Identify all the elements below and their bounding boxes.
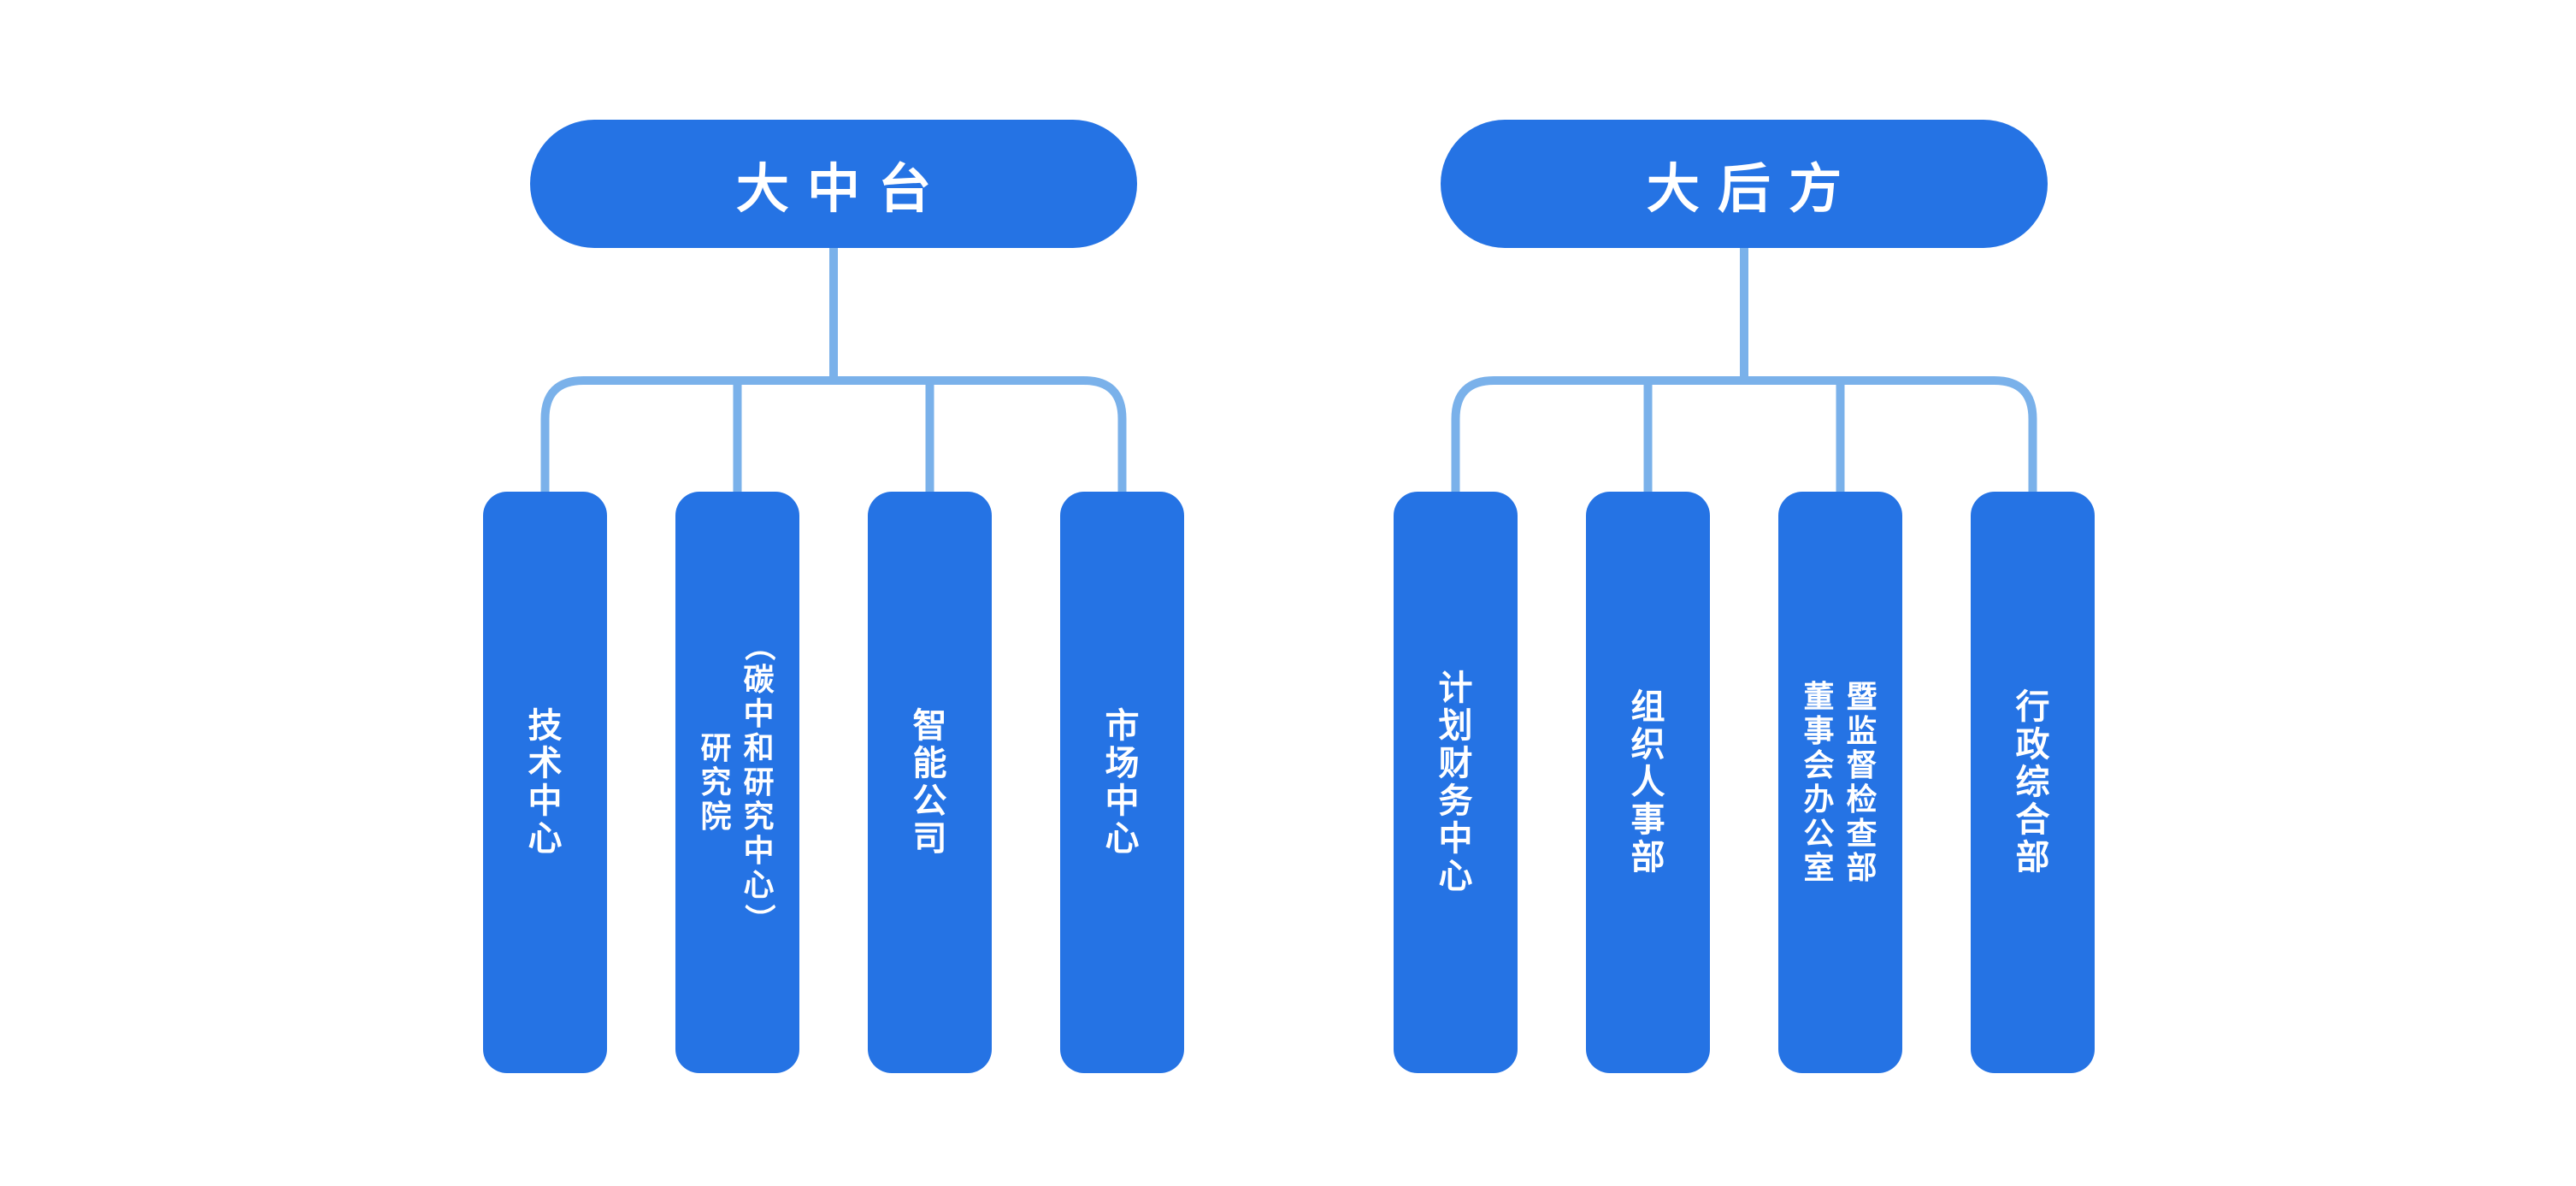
vertical-text-column: （碳中和研究中心）	[741, 628, 777, 936]
glyph: 院	[700, 799, 732, 834]
child-node-label: 市场中心	[1103, 707, 1142, 858]
org-group-da-zhong-tai: 大中台 技术中心研究院（碳中和研究中心）智能公司市场中心	[483, 120, 1184, 1073]
glyph: 和	[743, 730, 775, 765]
glyph: 组	[1630, 688, 1665, 726]
glyph: 心	[528, 820, 563, 858]
glyph: 部	[2015, 839, 2050, 876]
glyph: 心	[743, 867, 775, 902]
glyph: 务	[1438, 782, 1473, 820]
glyph: 碳	[743, 662, 775, 697]
glyph: 智	[912, 707, 947, 745]
glyph: 人	[1630, 764, 1665, 801]
org-group-da-hou-fang: 大后方 计划财务中心组织人事部董事会办公室暨监督检查部行政综合部	[1394, 120, 2095, 1073]
glyph: 办	[1803, 782, 1835, 817]
child-node-1-3[interactable]: 行政综合部	[1971, 492, 2095, 1073]
glyph: 会	[1803, 747, 1835, 782]
vertical-text-column: 组织人事部	[1629, 688, 1668, 876]
child-node-label: 董事会办公室暨监督检查部	[1801, 680, 1880, 885]
vertical-text-column: 行政综合部	[2013, 688, 2053, 876]
vertical-text-column: 暨监督检查部	[1844, 680, 1880, 885]
vertical-text-column: 董事会办公室	[1801, 680, 1837, 885]
glyph: 研	[743, 764, 775, 800]
vertical-text-column: 技术中心	[526, 707, 565, 858]
child-node-1-1[interactable]: 组织人事部	[1586, 492, 1710, 1073]
glyph: 公	[912, 782, 947, 820]
vertical-text-column: 研究院	[699, 731, 734, 834]
group-header-node-da-zhong-tai[interactable]: 大中台	[530, 120, 1137, 248]
child-node-0-0[interactable]: 技术中心	[483, 492, 607, 1073]
glyph: 合	[2015, 801, 2050, 839]
glyph: 公	[1803, 816, 1835, 851]
glyph: 研	[700, 730, 732, 765]
glyph: 财	[1438, 745, 1473, 782]
glyph: 董	[1803, 679, 1835, 714]
glyph: 划	[1438, 707, 1473, 745]
glyph: 监	[1846, 713, 1877, 748]
child-node-label: 研究院（碳中和研究中心）	[699, 628, 777, 936]
glyph: 织	[1630, 726, 1665, 764]
vertical-text-column: 计划财务中心	[1436, 670, 1476, 895]
glyph: 行	[2015, 688, 2050, 726]
glyph: 能	[912, 745, 947, 782]
glyph: 中	[1105, 782, 1140, 820]
children-row: 计划财务中心组织人事部董事会办公室暨监督检查部行政综合部	[1394, 492, 2095, 1073]
glyph: 究	[700, 764, 732, 800]
glyph: 事	[1803, 713, 1835, 748]
children-row: 技术中心研究院（碳中和研究中心）智能公司市场中心	[483, 492, 1184, 1073]
child-node-label: 组织人事部	[1629, 688, 1668, 876]
connector-bus	[1451, 376, 2037, 492]
child-node-1-2[interactable]: 董事会办公室暨监督检查部	[1778, 492, 1902, 1073]
group-header-label: 大后方	[1646, 160, 1860, 219]
glyph: 部	[1846, 850, 1877, 885]
glyph: 督	[1846, 747, 1877, 782]
child-node-0-3[interactable]: 市场中心	[1060, 492, 1184, 1073]
glyph: 政	[2015, 726, 2050, 764]
glyph: 中	[743, 696, 775, 731]
glyph: 场	[1105, 745, 1140, 782]
glyph: （	[741, 629, 777, 661]
connector-bus	[540, 376, 1127, 492]
tree-connector-lines	[1451, 248, 2037, 492]
tree-connector-lines	[540, 248, 1127, 492]
child-node-label: 行政综合部	[2013, 688, 2053, 876]
vertical-text-column: 智能公司	[911, 707, 950, 858]
glyph: 中	[528, 782, 563, 820]
glyph: 技	[528, 707, 563, 745]
glyph: 中	[743, 833, 775, 868]
glyph: 暨	[1846, 679, 1877, 714]
glyph: 查	[1846, 816, 1877, 851]
glyph: 检	[1846, 782, 1877, 817]
glyph: 部	[1630, 839, 1665, 876]
child-node-label: 智能公司	[911, 707, 950, 858]
glyph: 市	[1105, 707, 1140, 745]
child-node-1-0[interactable]: 计划财务中心	[1394, 492, 1518, 1073]
glyph: 事	[1630, 801, 1665, 839]
glyph: 心	[1105, 820, 1140, 858]
glyph: ）	[741, 903, 777, 935]
glyph: 中	[1438, 820, 1473, 858]
glyph: 术	[528, 745, 563, 782]
group-header-node-da-hou-fang[interactable]: 大后方	[1441, 120, 2048, 248]
glyph: 究	[743, 799, 775, 834]
glyph: 心	[1438, 858, 1473, 895]
vertical-text-column: 市场中心	[1103, 707, 1142, 858]
group-header-label: 大中台	[735, 160, 950, 219]
child-node-label: 计划财务中心	[1436, 670, 1476, 895]
glyph: 综	[2015, 764, 2050, 801]
glyph: 司	[912, 820, 947, 858]
child-node-0-2[interactable]: 智能公司	[868, 492, 992, 1073]
child-node-0-1[interactable]: 研究院（碳中和研究中心）	[675, 492, 799, 1073]
child-node-label: 技术中心	[526, 707, 565, 858]
glyph: 计	[1438, 670, 1473, 707]
glyph: 室	[1803, 850, 1835, 885]
